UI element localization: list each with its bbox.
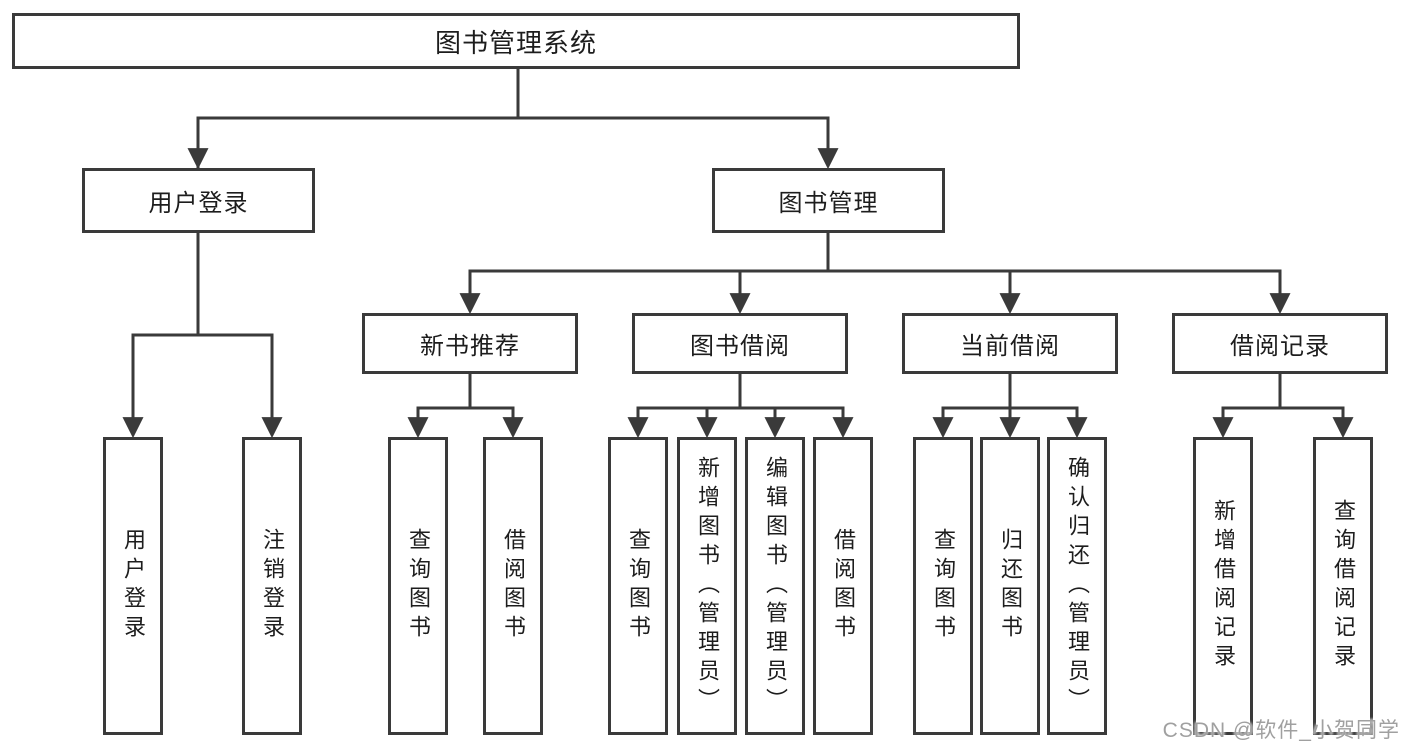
leaf-newbook-borrow-book: 借阅图书 — [483, 437, 543, 735]
leaf-records-add-record-label: 新增借阅记录 — [1211, 499, 1236, 673]
connector-current-borrow-subtree — [932, 374, 1088, 439]
node-book-borrowing-label: 图书借阅 — [690, 333, 790, 360]
node-library-system-label: 图书管理系统 — [434, 27, 597, 58]
node-current-borrowing: 当前借阅 — [902, 313, 1118, 374]
node-library-system: 图书管理系统 — [12, 13, 1020, 69]
leaf-logout: 注销登录 — [242, 437, 302, 735]
node-book-management-label: 图书管理 — [778, 190, 879, 217]
node-new-book-recommend: 新书推荐 — [362, 313, 578, 374]
leaf-current-confirm-return-admin: 确认归还（管理员） — [1047, 437, 1107, 735]
leaf-records-query-record-label: 查询借阅记录 — [1331, 499, 1356, 673]
leaf-current-return-book: 归还图书 — [980, 437, 1040, 735]
leaf-current-query-book-label: 查询图书 — [931, 528, 956, 644]
node-new-book-recommend-label: 新书推荐 — [420, 333, 520, 360]
connector-book-borrow-subtree — [627, 374, 854, 439]
leaf-records-add-record: 新增借阅记录 — [1193, 437, 1253, 735]
leaf-newbook-query-book: 查询图书 — [388, 437, 448, 735]
leaf-logout-label: 注销登录 — [260, 528, 285, 644]
leaf-borrowing-add-book-admin-label: 新增图书（管理员） — [695, 455, 720, 717]
node-borrowing-records-label: 借阅记录 — [1230, 333, 1330, 360]
connector-root-to-level2 — [187, 67, 830, 439]
leaf-borrowing-query-book-label: 查询图书 — [626, 528, 651, 644]
leaf-current-confirm-return-admin-label: 确认归还（管理员） — [1065, 455, 1090, 717]
leaf-newbook-query-book-label: 查询图书 — [406, 528, 431, 644]
connector-user-login-subtree — [122, 233, 283, 439]
connector-root-drops — [183, 118, 839, 440]
leaf-records-query-record: 查询借阅记录 — [1313, 437, 1373, 735]
connector-new-book-subtree — [407, 374, 524, 439]
leaf-borrowing-query-book: 查询图书 — [608, 437, 668, 735]
connector-borrow-records-subtree — [1212, 374, 1354, 439]
leaf-current-query-book: 查询图书 — [913, 437, 973, 735]
node-user-login: 用户登录 — [82, 168, 315, 233]
node-borrowing-records: 借阅记录 — [1172, 313, 1388, 374]
leaf-borrowing-borrow-book: 借阅图书 — [813, 437, 873, 735]
node-book-borrowing: 图书借阅 — [632, 313, 848, 374]
node-book-management: 图书管理 — [712, 168, 945, 233]
leaf-current-return-book-label: 归还图书 — [998, 528, 1023, 644]
leaf-borrowing-add-book-admin: 新增图书（管理员） — [677, 437, 737, 735]
csdn-watermark: CSDN @软件_小贺同学 — [1162, 719, 1400, 742]
leaf-borrowing-edit-book-admin-label: 编辑图书（管理员） — [763, 455, 788, 717]
leaf-borrowing-borrow-book-label: 借阅图书 — [831, 528, 856, 644]
connector-book-mgmt-subtree — [459, 233, 1291, 315]
node-current-borrowing-label: 当前借阅 — [960, 333, 1060, 360]
leaf-borrowing-edit-book-admin: 编辑图书（管理员） — [745, 437, 805, 735]
leaf-user-login-label: 用户登录 — [121, 528, 146, 644]
node-user-login-label: 用户登录 — [148, 190, 249, 217]
leaf-user-login: 用户登录 — [103, 437, 163, 735]
leaf-newbook-borrow-book-label: 借阅图书 — [501, 528, 526, 644]
